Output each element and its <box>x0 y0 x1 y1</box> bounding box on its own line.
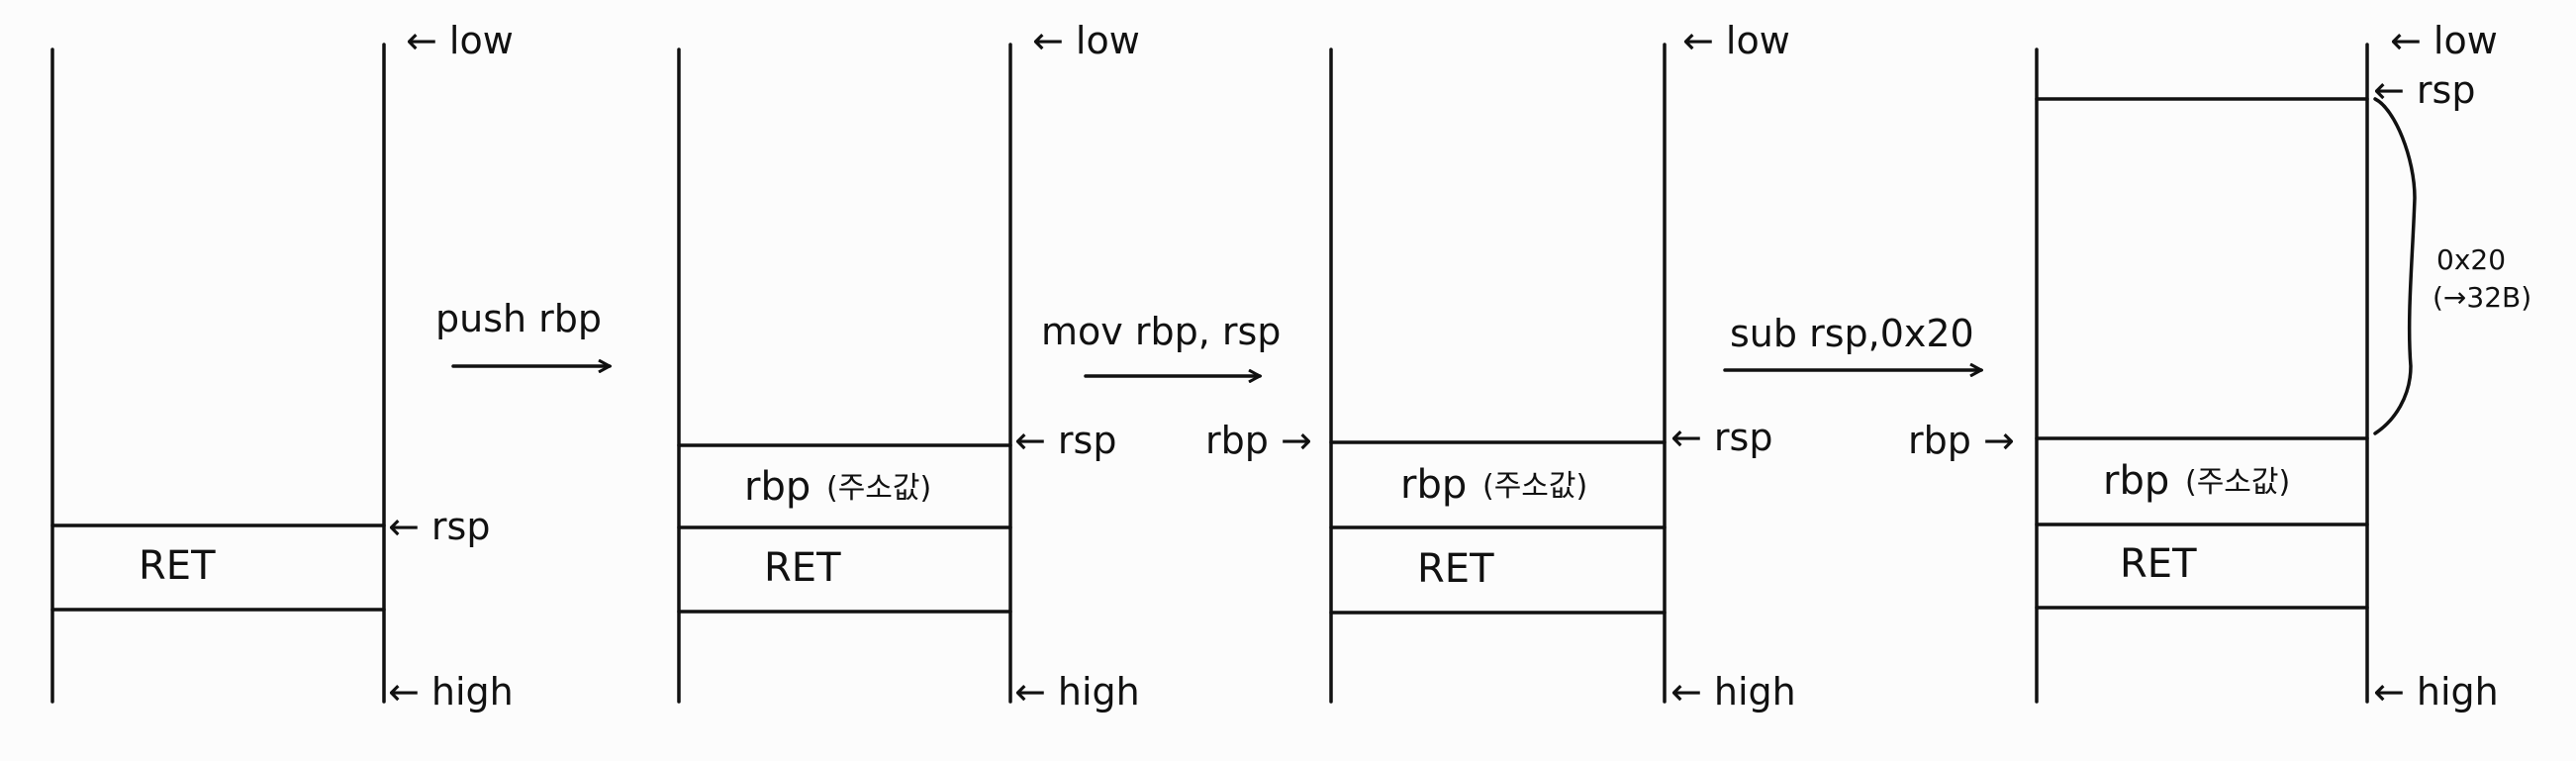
high-label: ← high <box>388 670 514 713</box>
ret-cell: RET <box>139 543 216 589</box>
rbp-cell: rbp <box>744 464 811 510</box>
low-label: ← low <box>2390 19 2498 62</box>
rsp-label: ← rsp <box>2373 68 2475 112</box>
instruction-mov: mov rbp, rsp <box>1041 310 1281 353</box>
stack-1: RET ← low ← rsp ← high <box>50 19 514 713</box>
stack-2: rbp (주소값) RET ← low ← rsp ← high <box>677 19 1140 713</box>
instruction-push: push rbp <box>435 297 602 340</box>
low-label: ← low <box>406 19 514 62</box>
rsp-label: ← rsp <box>388 505 490 548</box>
rbp-label: rbp → <box>1908 419 2015 462</box>
high-label: ← high <box>2373 670 2499 713</box>
high-label: ← high <box>1670 670 1796 713</box>
rsp-label: ← rsp <box>1670 416 1772 459</box>
stack-4: rbp (주소값) RET rbp → ← low ← rsp ← high 0… <box>1908 19 2531 713</box>
step-arrow-push: push rbp <box>435 297 610 366</box>
ret-cell: RET <box>764 545 841 591</box>
brace-size: 0x20 <box>2436 243 2506 276</box>
rbp-cell: rbp <box>1400 462 1467 508</box>
rbp-note: (주소값) <box>1482 469 1587 504</box>
high-label: ← high <box>1014 670 1140 713</box>
ret-cell: RET <box>2120 541 2197 587</box>
brace-bytes: (→32B) <box>2433 281 2531 314</box>
ret-cell: RET <box>1417 546 1494 592</box>
stack-3: rbp (주소값) RET rbp → ← low ← rsp ← high <box>1205 19 1796 713</box>
low-label: ← low <box>1682 19 1790 62</box>
rsp-label: ← rsp <box>1014 419 1116 462</box>
brace <box>2373 97 2417 435</box>
instruction-sub: sub rsp,0x20 <box>1730 312 1974 355</box>
rbp-note: (주소값) <box>826 471 931 506</box>
low-label: ← low <box>1032 19 1140 62</box>
rbp-label: rbp → <box>1205 419 1312 462</box>
step-arrow-mov: mov rbp, rsp <box>1041 310 1281 376</box>
rbp-cell: rbp <box>2103 458 2169 504</box>
step-arrow-sub: sub rsp,0x20 <box>1723 312 1981 370</box>
rbp-note: (주소값) <box>2185 465 2290 500</box>
